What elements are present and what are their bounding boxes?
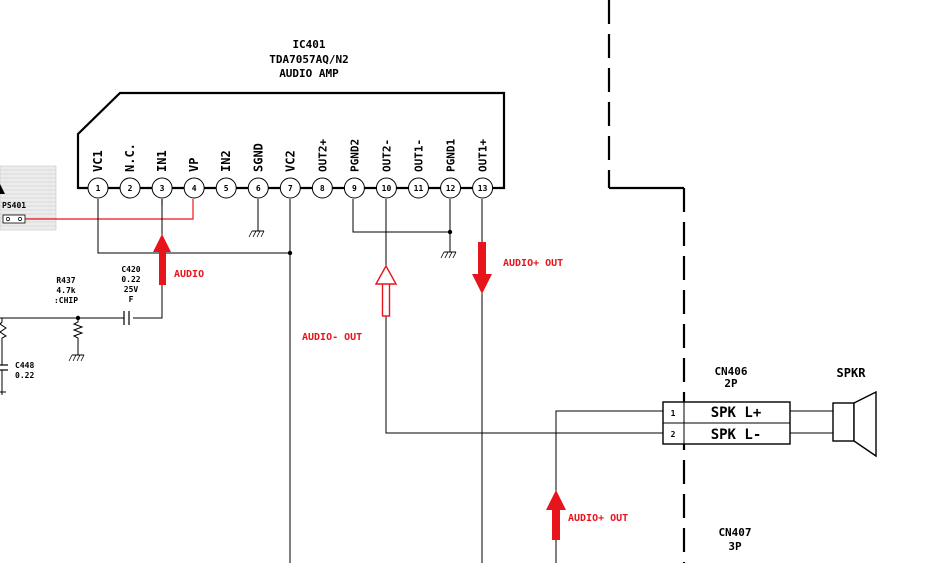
r437-type: :CHIP <box>54 296 78 305</box>
ic-part: TDA7057AQ/N2 <box>269 53 348 66</box>
r437-ref: R437 <box>56 276 75 285</box>
cn406-ref: CN406 <box>714 365 747 378</box>
wiring <box>0 199 833 563</box>
ic-pin-circle-8 <box>311 177 333 199</box>
speaker-icon <box>832 390 877 458</box>
ic-pin-name-6: SGND <box>251 143 265 172</box>
ic401-body <box>76 91 506 190</box>
ic-pin-name-11: OUT1- <box>413 139 426 172</box>
ps401-label: PS401 <box>2 201 26 210</box>
ic-pin-number-13: 13 <box>478 184 488 193</box>
ic-pin-circle-12 <box>440 177 462 199</box>
ic-pin-number-2: 2 <box>128 184 133 193</box>
cn406-connector: 1 2 SPK L+ SPK L- CN406 2P <box>662 365 791 445</box>
cn406-pins: 2P <box>724 377 738 390</box>
ic-pin-number-11: 11 <box>414 184 424 193</box>
audio-plus-out-label-2: AUDIO+ OUT <box>568 513 628 524</box>
ic-pin-name-3: IN1 <box>155 150 169 172</box>
c420-voltage: 25V <box>124 285 139 294</box>
ic-pin-circle-11 <box>408 177 429 199</box>
cn407-ref: CN407 <box>718 526 751 539</box>
ic-pin-name-4: VP <box>187 158 201 172</box>
ic-pin-number-7: 7 <box>288 184 293 193</box>
ic-pin-name-1: VC1 <box>91 150 105 172</box>
ic-pin-circle-5 <box>215 177 237 199</box>
ic-pin-circle-1 <box>87 177 109 199</box>
ic-pin-name-7: VC2 <box>283 150 297 172</box>
spkr-label: SPKR <box>837 366 867 380</box>
ic-pin-name-10: OUT2- <box>380 139 393 172</box>
ic-pin-circle-9 <box>343 177 365 199</box>
ic-pin-number-6: 6 <box>256 184 261 193</box>
cn406-pin1-num: 1 <box>671 409 676 418</box>
ic-pin-names: VC1 N.C. IN1 VP IN2 SGND VC2 OUT2+ PGND2 OUT2- OUT… <box>91 139 490 172</box>
c420-value: 0.22 <box>121 275 140 284</box>
ic-pin-number-12: 12 <box>446 184 456 193</box>
ic-pin-name-2: N.C. <box>123 143 137 172</box>
ic-pin-name-13: OUT1+ <box>477 139 490 172</box>
ic-pin-number-3: 3 <box>160 184 165 193</box>
ic-pin-number-4: 4 <box>192 184 197 193</box>
ic-desc: AUDIO AMP <box>279 67 339 80</box>
ps401-block: PS401 <box>0 165 57 231</box>
ic-pin-name-8: OUT2+ <box>316 139 329 172</box>
audio-minus-out-label: AUDIO- OUT <box>302 332 362 343</box>
c448-value: 0.22 <box>15 371 34 380</box>
cn406-pin2-num: 2 <box>671 430 676 439</box>
ic-pin-number-9: 9 <box>352 184 357 193</box>
signal-arrows <box>153 234 566 540</box>
ic-pin-number-8: 8 <box>320 184 325 193</box>
board-edge <box>607 0 686 563</box>
ic-pin-circle-4 <box>183 177 205 199</box>
ic-pin-circle-6 <box>247 177 269 199</box>
audio-signal-label: AUDIO <box>174 269 204 280</box>
ic-pin-name-9: PGND2 <box>348 139 361 172</box>
ic-pin-number-10: 10 <box>382 184 392 193</box>
ic-pin-number-1: 1 <box>96 184 101 193</box>
ic-pin-number-5: 5 <box>224 184 229 193</box>
audio-plus-out-label-1: AUDIO+ OUT <box>503 258 563 269</box>
ic-pin-name-5: IN2 <box>219 150 233 172</box>
ic-pin-circle-13 <box>472 177 494 199</box>
ic-ref: IC401 <box>292 38 325 51</box>
ic-pin-circle-10 <box>375 177 397 199</box>
ic-pin-circle-3 <box>151 177 173 199</box>
c420-ref: C420 <box>121 265 140 274</box>
spk-l-plus-label: SPK L+ <box>711 405 762 421</box>
ic-pin-name-12: PGND1 <box>445 139 458 172</box>
ic-pin-circle-7 <box>279 177 301 199</box>
c420-tol: F <box>129 295 134 304</box>
component-labels: R437 4.7k :CHIP C420 0.22 25V F C448 0.2… <box>15 265 141 380</box>
cn407-pins: 3P <box>728 540 742 553</box>
c448-ref: C448 <box>15 361 34 370</box>
spk-l-minus-label: SPK L- <box>711 427 762 443</box>
r437-value: 4.7k <box>56 286 75 295</box>
ic-pin-circle-2 <box>119 177 141 199</box>
